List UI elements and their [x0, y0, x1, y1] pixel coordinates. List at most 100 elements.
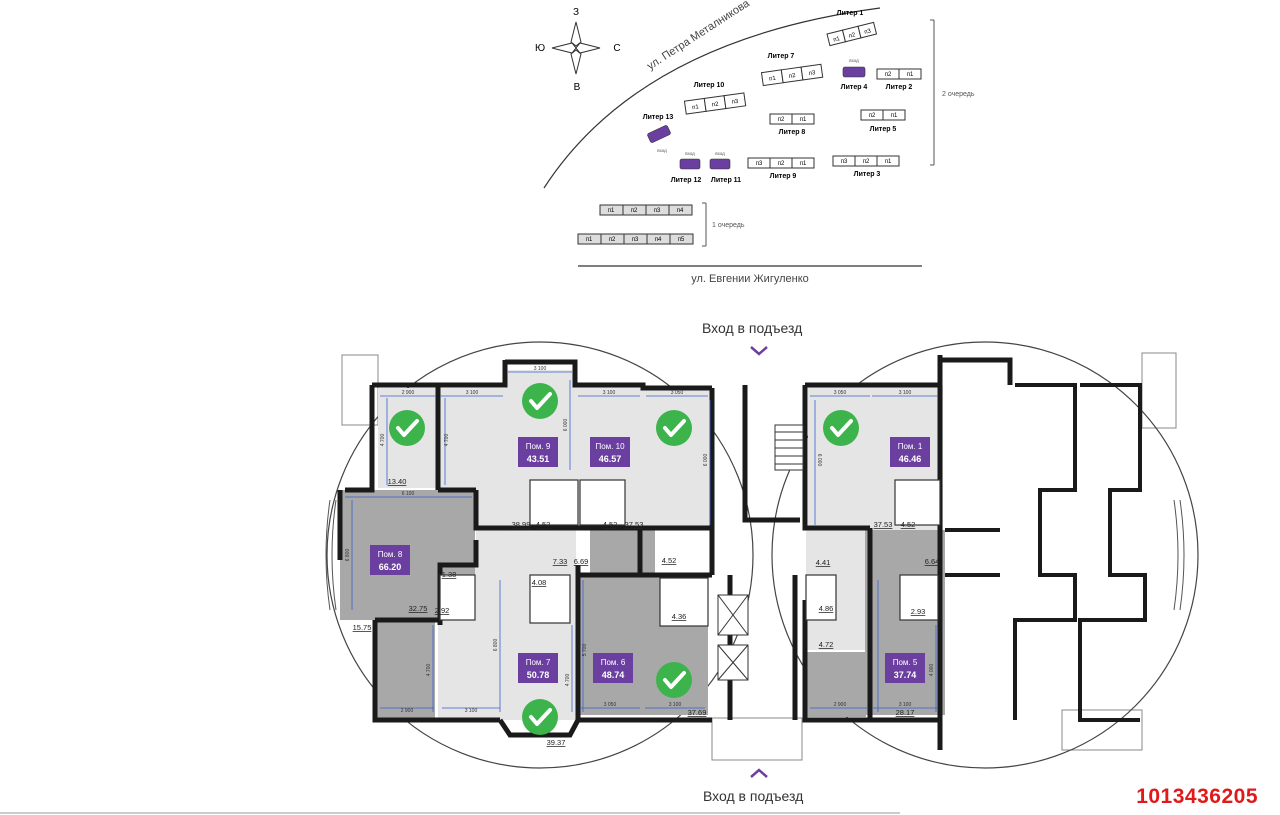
svg-text:п3: п3: [654, 208, 661, 214]
svg-text:6 800: 6 800: [493, 639, 499, 652]
svg-text:п3: п3: [808, 70, 816, 77]
svg-text:6.69: 6.69: [574, 557, 589, 566]
check-icon: [656, 410, 692, 446]
svg-text:4.08: 4.08: [532, 578, 547, 587]
svg-text:п1: п1: [692, 104, 700, 111]
liter-7-label: Литер 7: [768, 53, 795, 60]
street-bottom-label: ул. Евгении Жигуленко: [691, 273, 809, 285]
svg-text:п1: п1: [586, 237, 593, 243]
svg-text:3 050: 3 050: [604, 702, 617, 708]
svg-text:6 000: 6 000: [703, 454, 709, 467]
street-top-label: ул. Петра Металникова: [645, 0, 752, 73]
building-liter-10[interactable]: п1 п2 п3: [683, 92, 747, 115]
svg-text:п2: п2: [778, 161, 785, 167]
svg-text:п2: п2: [863, 159, 870, 165]
svg-text:п2: п2: [885, 72, 892, 78]
svg-text:4 700: 4 700: [565, 674, 571, 687]
svg-text:Пом. 6: Пом. 6: [601, 658, 626, 667]
queue-2-label: 2 очередь: [942, 91, 975, 98]
svg-text:Пом. 10: Пом. 10: [595, 442, 625, 451]
svg-text:66.20: 66.20: [379, 562, 402, 572]
room-5-label[interactable]: Пом. 5 37.74: [885, 653, 925, 683]
svg-text:4 700: 4 700: [380, 434, 386, 447]
svg-text:вход: вход: [657, 148, 667, 153]
svg-text:п1: п1: [800, 117, 807, 123]
svg-text:п2: п2: [778, 117, 785, 123]
compass-west: Ю: [535, 43, 545, 54]
room-8-label[interactable]: Пом. 8 66.20: [370, 545, 410, 575]
svg-text:37.74: 37.74: [894, 670, 917, 680]
svg-text:п1: п1: [833, 36, 841, 44]
svg-text:п3: п3: [756, 161, 763, 167]
liter-10-label: Литер 10: [694, 82, 725, 89]
building-liter-11[interactable]: [709, 158, 731, 170]
liter-5-label: Литер 5: [870, 126, 897, 133]
svg-text:4 700: 4 700: [426, 664, 432, 677]
building-liter-8[interactable]: п2 п1: [769, 113, 815, 125]
svg-text:1.38: 1.38: [442, 570, 457, 579]
liter-4-label: Литер 4: [841, 84, 868, 91]
compass-south: В: [574, 82, 581, 93]
svg-text:вход: вход: [685, 151, 695, 156]
svg-text:3 100: 3 100: [899, 390, 912, 396]
chevron-down-icon: [750, 346, 768, 356]
liter-3-label: Литер 3: [854, 171, 881, 178]
building-liter-5[interactable]: п2 п1: [860, 109, 906, 121]
svg-text:п1: п1: [891, 113, 898, 119]
check-icon: [823, 410, 859, 446]
room-6-label[interactable]: Пом. 6 48.74: [593, 653, 633, 683]
svg-text:п3: п3: [841, 159, 848, 165]
svg-text:п3: п3: [864, 28, 872, 36]
svg-text:32.75: 32.75: [409, 604, 428, 613]
check-icon: [656, 662, 692, 698]
svg-text:3 050: 3 050: [671, 390, 684, 396]
windows: [325, 499, 1185, 611]
building-liter-1[interactable]: п1 п2 п3: [826, 21, 878, 47]
svg-text:п1: п1: [885, 159, 892, 165]
room-1-label[interactable]: Пом. 1 46.46: [890, 437, 930, 467]
svg-text:6.64: 6.64: [925, 557, 940, 566]
room-9-label[interactable]: Пом. 9 43.51: [518, 437, 558, 467]
svg-text:п4: п4: [677, 208, 684, 214]
svg-text:Пом. 8: Пом. 8: [378, 550, 403, 559]
check-icon: [522, 699, 558, 735]
svg-text:3 100: 3 100: [603, 390, 616, 396]
liter-8-label: Литер 8: [779, 129, 806, 136]
building-liter-9[interactable]: п3 п2 п1: [747, 157, 815, 169]
entrance-top-label: Вход в подъезд: [702, 320, 803, 336]
building-liter-13[interactable]: [647, 125, 671, 143]
room-10-label[interactable]: Пом. 10 46.57: [590, 437, 630, 467]
room-7-label[interactable]: Пом. 7 50.78: [518, 653, 558, 683]
dimension-lines: [345, 371, 938, 712]
svg-text:4.41: 4.41: [816, 558, 831, 567]
svg-text:6 800: 6 800: [345, 549, 351, 562]
building-liter-12[interactable]: [679, 158, 701, 170]
compass-north: З: [573, 7, 579, 18]
walls-right-thin: [945, 383, 1147, 722]
building-liter-2[interactable]: п2 п1: [876, 68, 922, 80]
svg-text:6 100: 6 100: [402, 491, 415, 497]
liter-1-label: Литер 1: [837, 10, 864, 17]
svg-text:5 700: 5 700: [582, 644, 588, 657]
svg-text:37.53: 37.53: [625, 520, 644, 529]
building-liter-4[interactable]: [842, 66, 866, 78]
svg-text:4.36: 4.36: [672, 612, 687, 621]
svg-text:п2: п2: [869, 113, 876, 119]
svg-text:п1: п1: [800, 161, 807, 167]
dimension-texts: 2 900 3 100 3 100 3 100 3 050 3 050 3 10…: [345, 366, 935, 714]
queue-1-row-1[interactable]: п1 п2 п3 п4: [599, 204, 693, 216]
svg-text:4.52: 4.52: [536, 520, 551, 529]
svg-text:п4: п4: [655, 237, 662, 243]
sold-check-marks: [389, 383, 859, 735]
listing-id: 1013436205: [1136, 785, 1258, 808]
svg-text:6 000: 6 000: [563, 419, 569, 432]
building-liter-7[interactable]: п1 п2 п3: [760, 63, 824, 87]
elevators: [717, 594, 749, 681]
svg-text:4 700: 4 700: [444, 434, 450, 447]
svg-text:43.51: 43.51: [527, 454, 550, 464]
building-liter-3[interactable]: п3 п2 п1: [832, 155, 900, 167]
svg-text:15.75: 15.75: [353, 623, 372, 632]
queue-1-row-2[interactable]: п1 п2 п3 п4 п5: [577, 233, 694, 245]
svg-text:2 900: 2 900: [834, 702, 847, 708]
svg-text:Пом. 1: Пом. 1: [898, 442, 923, 451]
